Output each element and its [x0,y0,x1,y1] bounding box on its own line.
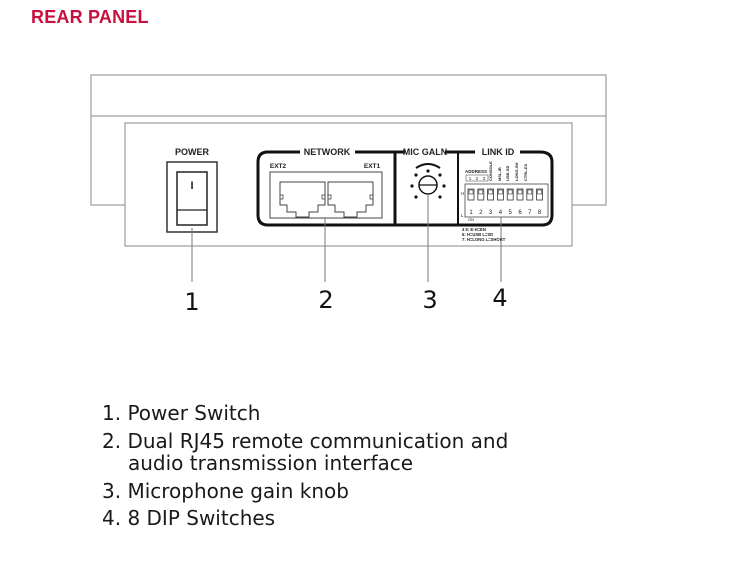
dip-top-label: MSL-IR [497,167,502,181]
mic-gain-knob[interactable] [410,169,446,199]
dip-switch-lever [478,189,484,195]
dip-number: 6 [518,210,522,216]
port-label-ext1: EXT1 [364,163,381,170]
callout-2: 2 [318,286,333,314]
dip-top-label: LONG-SH [514,162,519,181]
power-on-mark: I [190,180,193,192]
mic-gain-label: MIC GALN [403,147,448,157]
dip-number: 4 [499,210,503,216]
dip-l-label: L [461,213,464,218]
dip-number: 3 [489,210,493,216]
dip-note: 7: H=LONG L=SHORT [462,237,506,242]
dip-switch-3[interactable] [487,188,495,201]
dip-top-label: CONSOLE [488,161,493,181]
dip-on-label: ON [468,217,474,222]
list-item-text: 8 DIP Switches [127,506,276,530]
dip-switch-6[interactable] [516,188,524,201]
dip-number: 8 [538,210,542,216]
dip-switch-lever [507,189,513,195]
network-label: NETWORK [304,147,351,157]
list-item-text: Microphone gain knob [127,478,349,503]
dip-switch-lever [468,189,474,195]
dip-switch-4[interactable] [496,188,504,201]
address-num: 3 [483,176,486,181]
rj45-port-ext1 [327,181,374,218]
list-item: 4. 8 DIP Switches [102,505,508,533]
dip-number: 2 [479,210,483,216]
dip-switch-lever [537,189,542,195]
dip-switch-7[interactable] [526,188,534,201]
callout-4: 4 [492,284,507,312]
dip-switch-1[interactable] [467,188,475,201]
list-item-number: 1. [102,401,122,425]
rj45-port-ext2 [279,181,326,218]
list-item: 1. Power Switch [102,400,508,428]
dip-top-label: USB-SD [505,166,510,181]
list-item-text: Power Switch [127,401,261,425]
gain-arc-icon [415,163,441,169]
dip-number: 7 [528,210,532,216]
dip-switch-5[interactable] [506,188,514,201]
link-id-frame [458,150,554,227]
dip-number: 5 [509,210,513,216]
list-item-continuation: audio transmission interface [128,451,414,475]
dip-switch-lever [517,189,523,195]
list-item-number: 4. [102,506,122,530]
list-item: 2. Dual RJ45 remote communication and [102,428,508,456]
dip-switch-8[interactable] [536,188,543,201]
rear-panel-diagram: POWER I NETWORK EXT2 EXT1 MIC GALN LINK … [90,74,607,316]
callout-1: 1 [184,288,199,316]
section-title: REAR PANEL [31,7,149,27]
address-num: 1 [469,176,472,181]
dip-note: 6: H=USB L=SD [462,232,493,237]
port-label-ext2: EXT2 [270,163,287,170]
dip-top-label: CTRL-EX [523,163,528,181]
feature-list: 1. Power Switch 2. Dual RJ45 remote comm… [102,400,508,533]
list-item-number: 2. [102,428,122,453]
dip-switch-lever [488,189,493,195]
dip-note: 4 5: E:H=EN [462,227,486,232]
dip-number: 1 [469,210,473,216]
list-item-number: 3. [102,478,122,503]
dip-switch-lever [527,189,533,195]
power-switch [176,171,208,226]
link-id-label: LINK ID [482,147,515,157]
list-item-text: Dual RJ45 remote communication and [127,428,509,453]
dip-switch-lever [498,189,503,195]
address-num: 2 [476,176,479,181]
callout-3: 3 [422,286,437,314]
power-label: POWER [175,147,210,157]
list-item: 3. Microphone gain knob [102,478,508,506]
network-frame [256,150,397,227]
dip-switch-2[interactable] [477,188,485,201]
dip-h-label: H [461,191,464,196]
address-label: ADDRESS [465,169,487,174]
